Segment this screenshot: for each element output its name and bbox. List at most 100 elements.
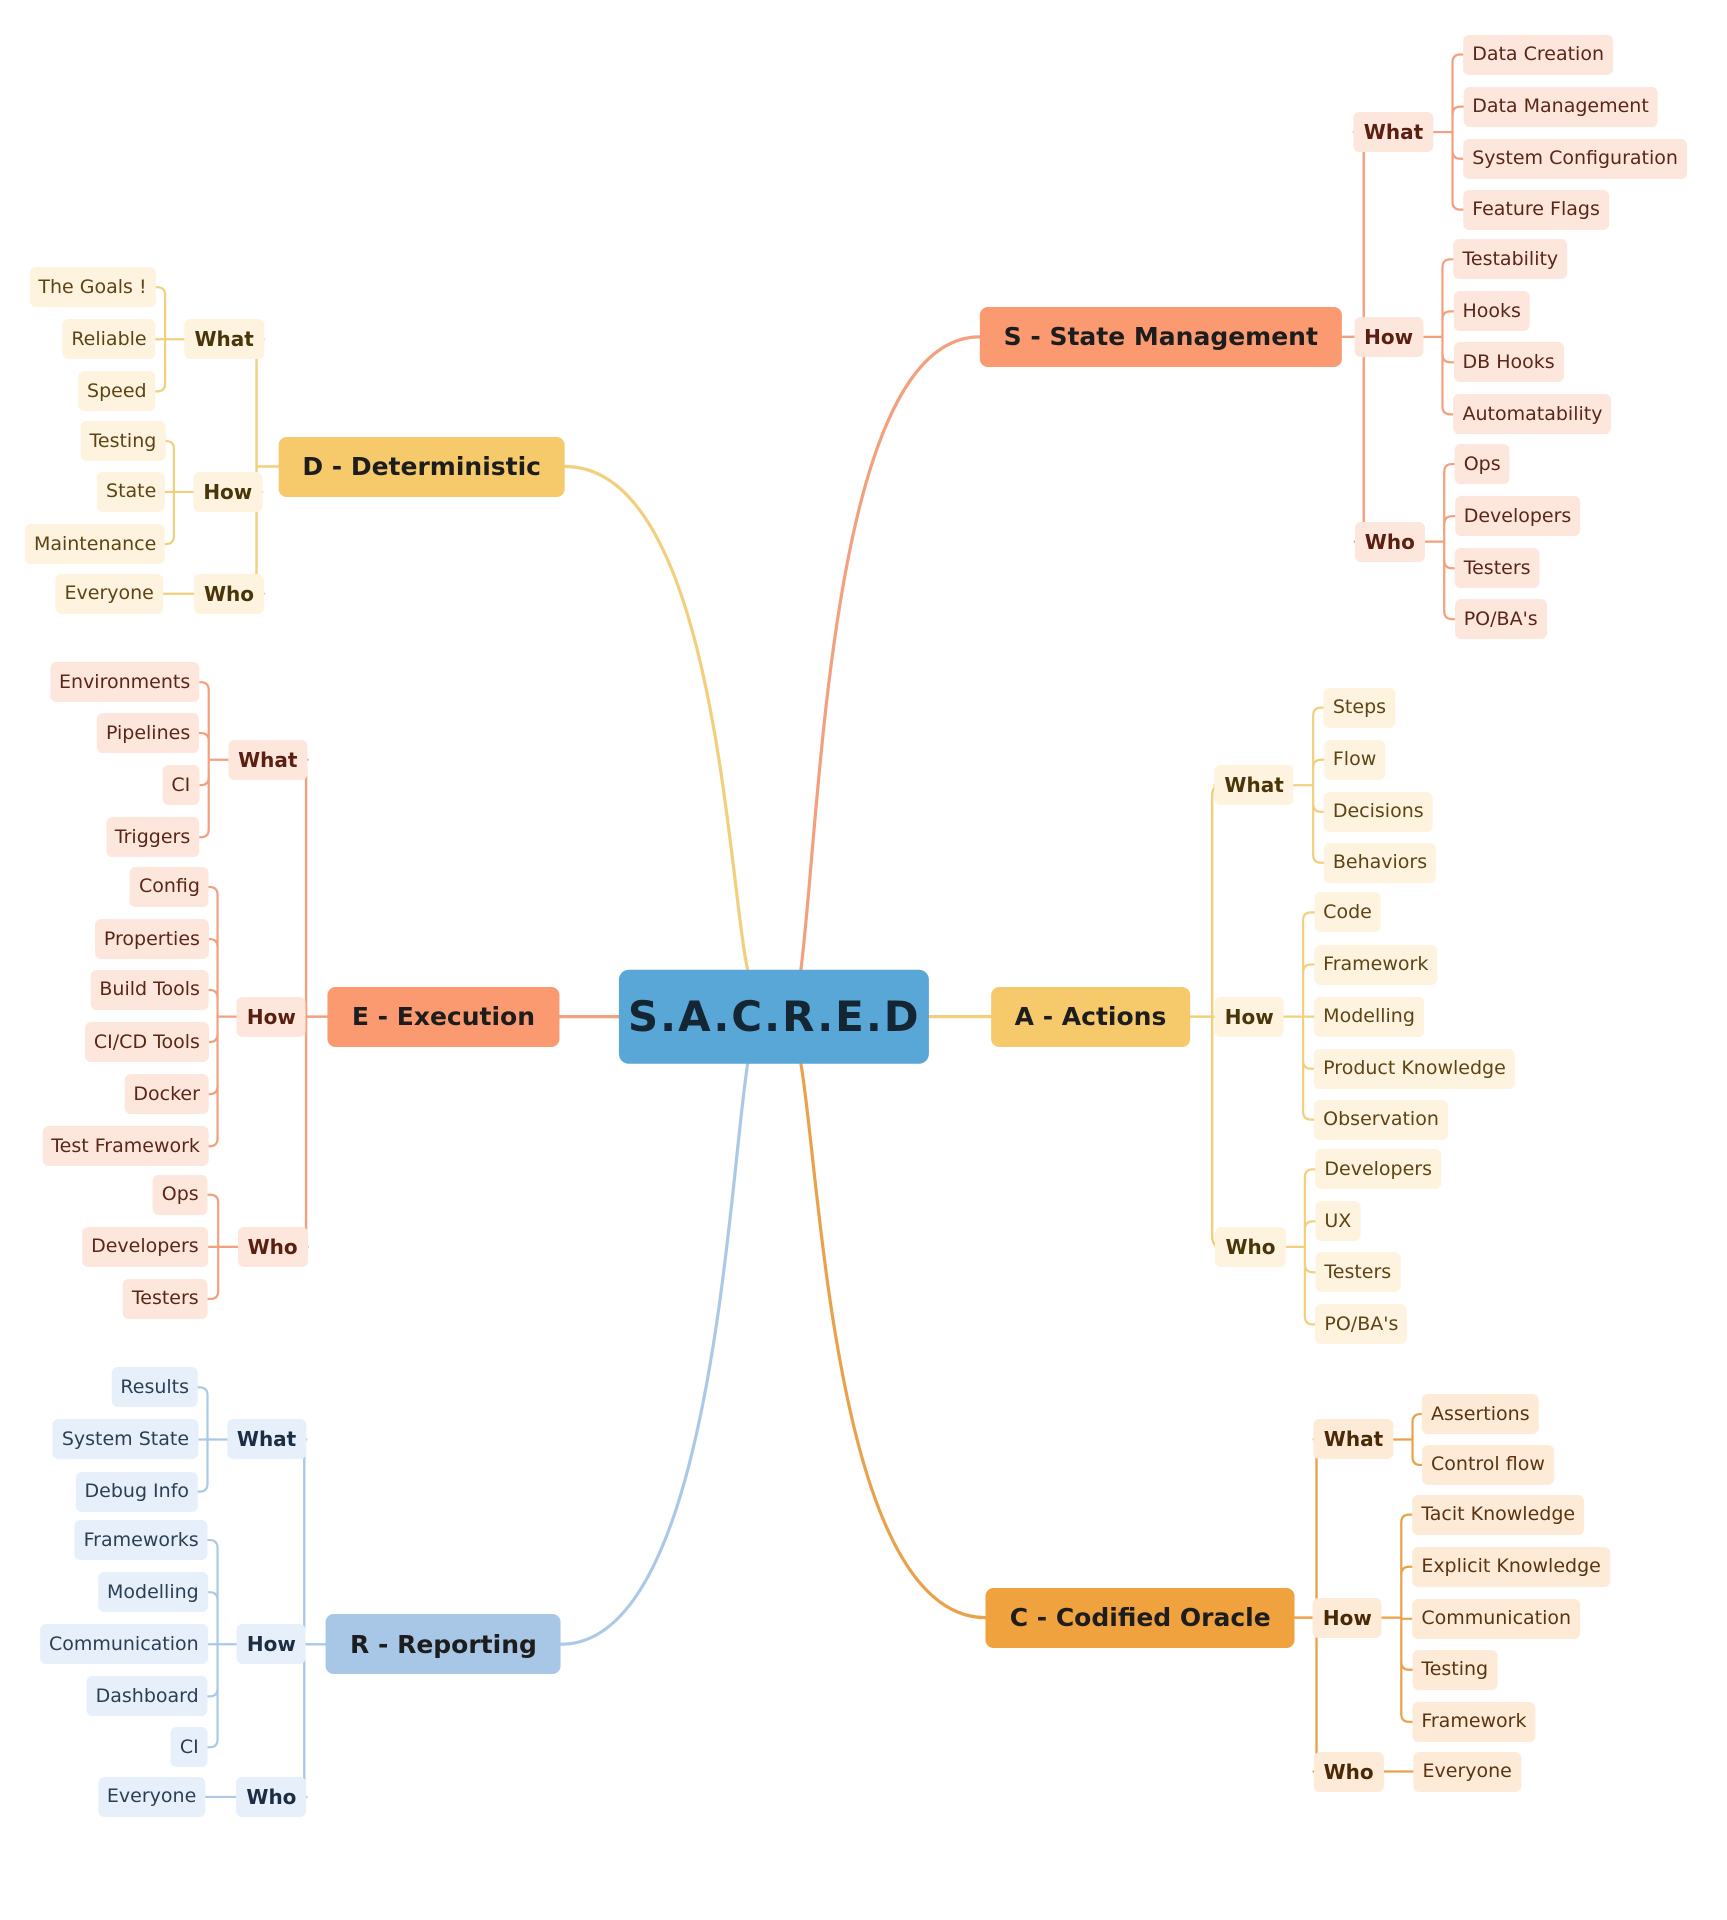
s-who-item-po-ba-s[interactable]: PO/BA's (1454, 599, 1547, 640)
e-what-item-environments[interactable]: Environments (50, 662, 200, 703)
branch-d-deterministic[interactable]: D - Deterministic (278, 436, 565, 497)
s-who-item-testers[interactable]: Testers (1454, 548, 1540, 589)
r-how-item-communication[interactable]: Communication (39, 1624, 208, 1665)
s-what-label[interactable]: What (1353, 112, 1434, 153)
leaf-link (1451, 53, 1465, 64)
leaf-link (206, 1193, 220, 1204)
r-who-label[interactable]: Who (236, 1776, 307, 1817)
e-how-item-build-tools[interactable]: Build Tools (90, 969, 209, 1010)
s-how-item-hooks[interactable]: Hooks (1453, 291, 1530, 332)
c-what-item-control-flow[interactable]: Control flow (1422, 1444, 1554, 1485)
a-who-item-ux[interactable]: UX (1315, 1201, 1361, 1242)
r-what-label[interactable]: What (226, 1419, 307, 1460)
d-how-item-state[interactable]: State (97, 471, 166, 512)
e-how-item-config[interactable]: Config (129, 866, 209, 907)
r-who-item-everyone[interactable]: Everyone (97, 1776, 206, 1817)
c-how-item-communication[interactable]: Communication (1412, 1598, 1581, 1639)
d-what-item-the-goals[interactable]: The Goals ! (29, 267, 156, 308)
a-what-item-flow[interactable]: Flow (1323, 739, 1386, 780)
root-node[interactable]: S.A.C.R.E.D (619, 969, 930, 1064)
r-what-item-system-state[interactable]: System State (52, 1419, 199, 1460)
s-how-item-testability[interactable]: Testability (1453, 239, 1568, 280)
s-how-label[interactable]: How (1354, 316, 1424, 357)
a-how-item-observation[interactable]: Observation (1314, 1099, 1448, 1140)
branch-e-execution[interactable]: E - Execution (327, 986, 560, 1047)
a-how-label[interactable]: How (1214, 996, 1284, 1037)
e-who-item-testers[interactable]: Testers (122, 1278, 208, 1319)
branch-c-codified-oracle[interactable]: C - Codified Oracle (985, 1587, 1295, 1648)
c-how-item-explicit-knowledge[interactable]: Explicit Knowledge (1412, 1546, 1610, 1587)
d-what-item-reliable[interactable]: Reliable (62, 319, 156, 360)
s-what-item-data-management[interactable]: Data Management (1463, 86, 1658, 127)
e-who-item-ops[interactable]: Ops (152, 1174, 208, 1215)
e-how-item-docker[interactable]: Docker (124, 1074, 209, 1115)
c-how-label[interactable]: How (1312, 1597, 1382, 1638)
c-what-label[interactable]: What (1313, 1419, 1394, 1460)
a-what-label[interactable]: What (1214, 765, 1294, 806)
s-what-item-system-configuration[interactable]: System Configuration (1463, 138, 1687, 179)
e-what-item-pipelines[interactable]: Pipelines (96, 713, 200, 754)
s-what-item-feature-flags[interactable]: Feature Flags (1463, 189, 1609, 230)
leaf-link (206, 1687, 219, 1698)
leaf-link (1451, 149, 1465, 160)
c-who-item-everyone[interactable]: Everyone (1413, 1751, 1521, 1792)
d-how-item-testing[interactable]: Testing (80, 421, 166, 462)
s-how-item-db-hooks[interactable]: DB Hooks (1453, 342, 1564, 383)
s-how-item-automatability[interactable]: Automatability (1453, 394, 1612, 435)
e-how-item-ci-cd-tools[interactable]: CI/CD Tools (84, 1022, 209, 1063)
a-who-item-developers[interactable]: Developers (1315, 1149, 1441, 1190)
s-who-item-ops[interactable]: Ops (1454, 444, 1510, 485)
a-what-item-behaviors[interactable]: Behaviors (1323, 842, 1437, 883)
a-how-item-code[interactable]: Code (1314, 892, 1381, 933)
r-how-item-modelling[interactable]: Modelling (98, 1572, 208, 1613)
a-how-item-product-knowledge[interactable]: Product Knowledge (1314, 1048, 1515, 1089)
c-how-item-framework[interactable]: Framework (1412, 1701, 1536, 1742)
d-what-item-speed[interactable]: Speed (78, 371, 156, 412)
leaf-link (207, 1085, 219, 1096)
r-how-item-dashboard[interactable]: Dashboard (86, 1676, 208, 1717)
leaf-link (1441, 258, 1455, 269)
d-who-label[interactable]: Who (193, 573, 265, 614)
branch-s-state-management[interactable]: S - State Management (979, 306, 1342, 367)
r-how-label[interactable]: How (236, 1624, 306, 1665)
r-how-item-ci[interactable]: CI (170, 1727, 208, 1768)
e-how-label[interactable]: How (236, 996, 306, 1037)
e-who-item-developers[interactable]: Developers (82, 1226, 208, 1267)
d-how-label[interactable]: How (193, 471, 263, 512)
a-who-item-po-ba-s[interactable]: PO/BA's (1315, 1304, 1408, 1345)
r-what-item-results[interactable]: Results (111, 1367, 199, 1408)
leaf-link (1451, 200, 1465, 211)
d-what-label[interactable]: What (184, 319, 264, 360)
d-how-item-maintenance[interactable]: Maintenance (24, 524, 166, 565)
leaf-link (207, 1137, 219, 1148)
leaf-link (1443, 515, 1456, 526)
a-what-item-steps[interactable]: Steps (1323, 687, 1396, 728)
a-who-label[interactable]: Who (1215, 1226, 1286, 1267)
c-what-item-assertions[interactable]: Assertions (1422, 1394, 1539, 1435)
c-who-label[interactable]: Who (1313, 1751, 1384, 1792)
e-what-label[interactable]: What (228, 739, 308, 780)
e-how-item-test-framework[interactable]: Test Framework (42, 1126, 209, 1167)
s-who-label[interactable]: Who (1354, 521, 1425, 562)
e-how-item-properties[interactable]: Properties (94, 919, 209, 960)
a-how-item-framework[interactable]: Framework (1314, 944, 1438, 985)
leaf-link (1303, 1263, 1317, 1274)
d-who-item-everyone[interactable]: Everyone (55, 573, 163, 614)
e-what-item-ci[interactable]: CI (162, 765, 200, 806)
e-who-label[interactable]: Who (237, 1226, 308, 1267)
s-who-item-developers[interactable]: Developers (1454, 496, 1581, 537)
a-who-item-testers[interactable]: Testers (1315, 1252, 1401, 1293)
branch-r-reporting[interactable]: R - Reporting (326, 1614, 561, 1675)
leaf-link (1312, 758, 1325, 769)
branch-a-actions[interactable]: A - Actions (990, 986, 1191, 1047)
e-what-item-triggers[interactable]: Triggers (105, 817, 200, 858)
leaf-link (1312, 853, 1325, 864)
r-how-item-frameworks[interactable]: Frameworks (74, 1520, 208, 1561)
s-what-item-data-creation[interactable]: Data Creation (1463, 34, 1614, 75)
r-what-item-debug-info[interactable]: Debug Info (75, 1471, 199, 1512)
a-how-item-modelling[interactable]: Modelling (1314, 996, 1424, 1037)
a-what-item-decisions[interactable]: Decisions (1323, 791, 1433, 832)
c-how-item-tacit-knowledge[interactable]: Tacit Knowledge (1412, 1494, 1585, 1535)
branch-line-s (799, 335, 982, 971)
c-how-item-testing[interactable]: Testing (1412, 1649, 1498, 1690)
